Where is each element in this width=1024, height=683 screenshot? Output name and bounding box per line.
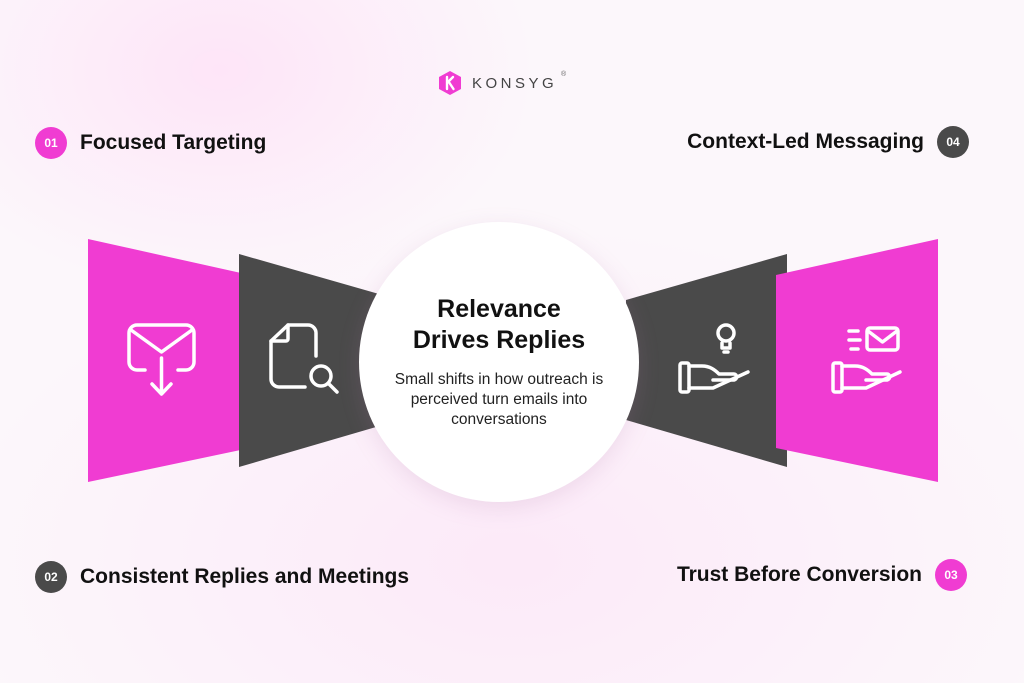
item-label: Focused Targeting xyxy=(80,131,267,154)
item-context-led-messaging: Context-Led Messaging 04 xyxy=(687,126,969,158)
panel-context-led-messaging xyxy=(626,254,787,467)
hub-title: Relevance Drives Replies xyxy=(412,295,586,354)
item-consistent-replies: 02 Consistent Replies and Meetings xyxy=(35,561,409,593)
hand-email-icon xyxy=(831,326,902,394)
item-label: Trust Before Conversion xyxy=(676,563,922,586)
document-search-icon xyxy=(269,323,339,394)
item-trust-before-conversion: Trust Before Conversion 03 xyxy=(677,559,967,591)
item-label: Context-Led Messaging xyxy=(687,130,924,153)
brand-name: KONSYG® xyxy=(472,71,566,92)
panel-trust-before-conversion xyxy=(776,239,938,482)
item-number-badge: 03 xyxy=(935,559,967,591)
item-label: Consistent Replies and Meetings xyxy=(80,565,410,588)
email-download-icon xyxy=(127,323,196,396)
panel-focused-targeting xyxy=(88,239,250,482)
brand-name-text: KONSYG xyxy=(472,74,558,92)
panel-consistent-replies xyxy=(239,254,400,467)
item-number-badge: 01 xyxy=(35,127,67,159)
item-number-badge: 04 xyxy=(937,126,969,158)
hub-description: Small shifts in how outreach is perceive… xyxy=(394,371,604,428)
item-number-badge: 02 xyxy=(35,561,67,593)
registered-mark: ® xyxy=(561,70,567,78)
center-hub: Relevance Drives Replies Small shifts in… xyxy=(359,222,639,502)
konsyg-hexagon-k-icon xyxy=(439,71,461,95)
hand-lightbulb-icon xyxy=(678,323,750,394)
item-focused-targeting: 01 Focused Targeting xyxy=(35,127,266,159)
brand-logo: KONSYG® xyxy=(437,69,566,97)
